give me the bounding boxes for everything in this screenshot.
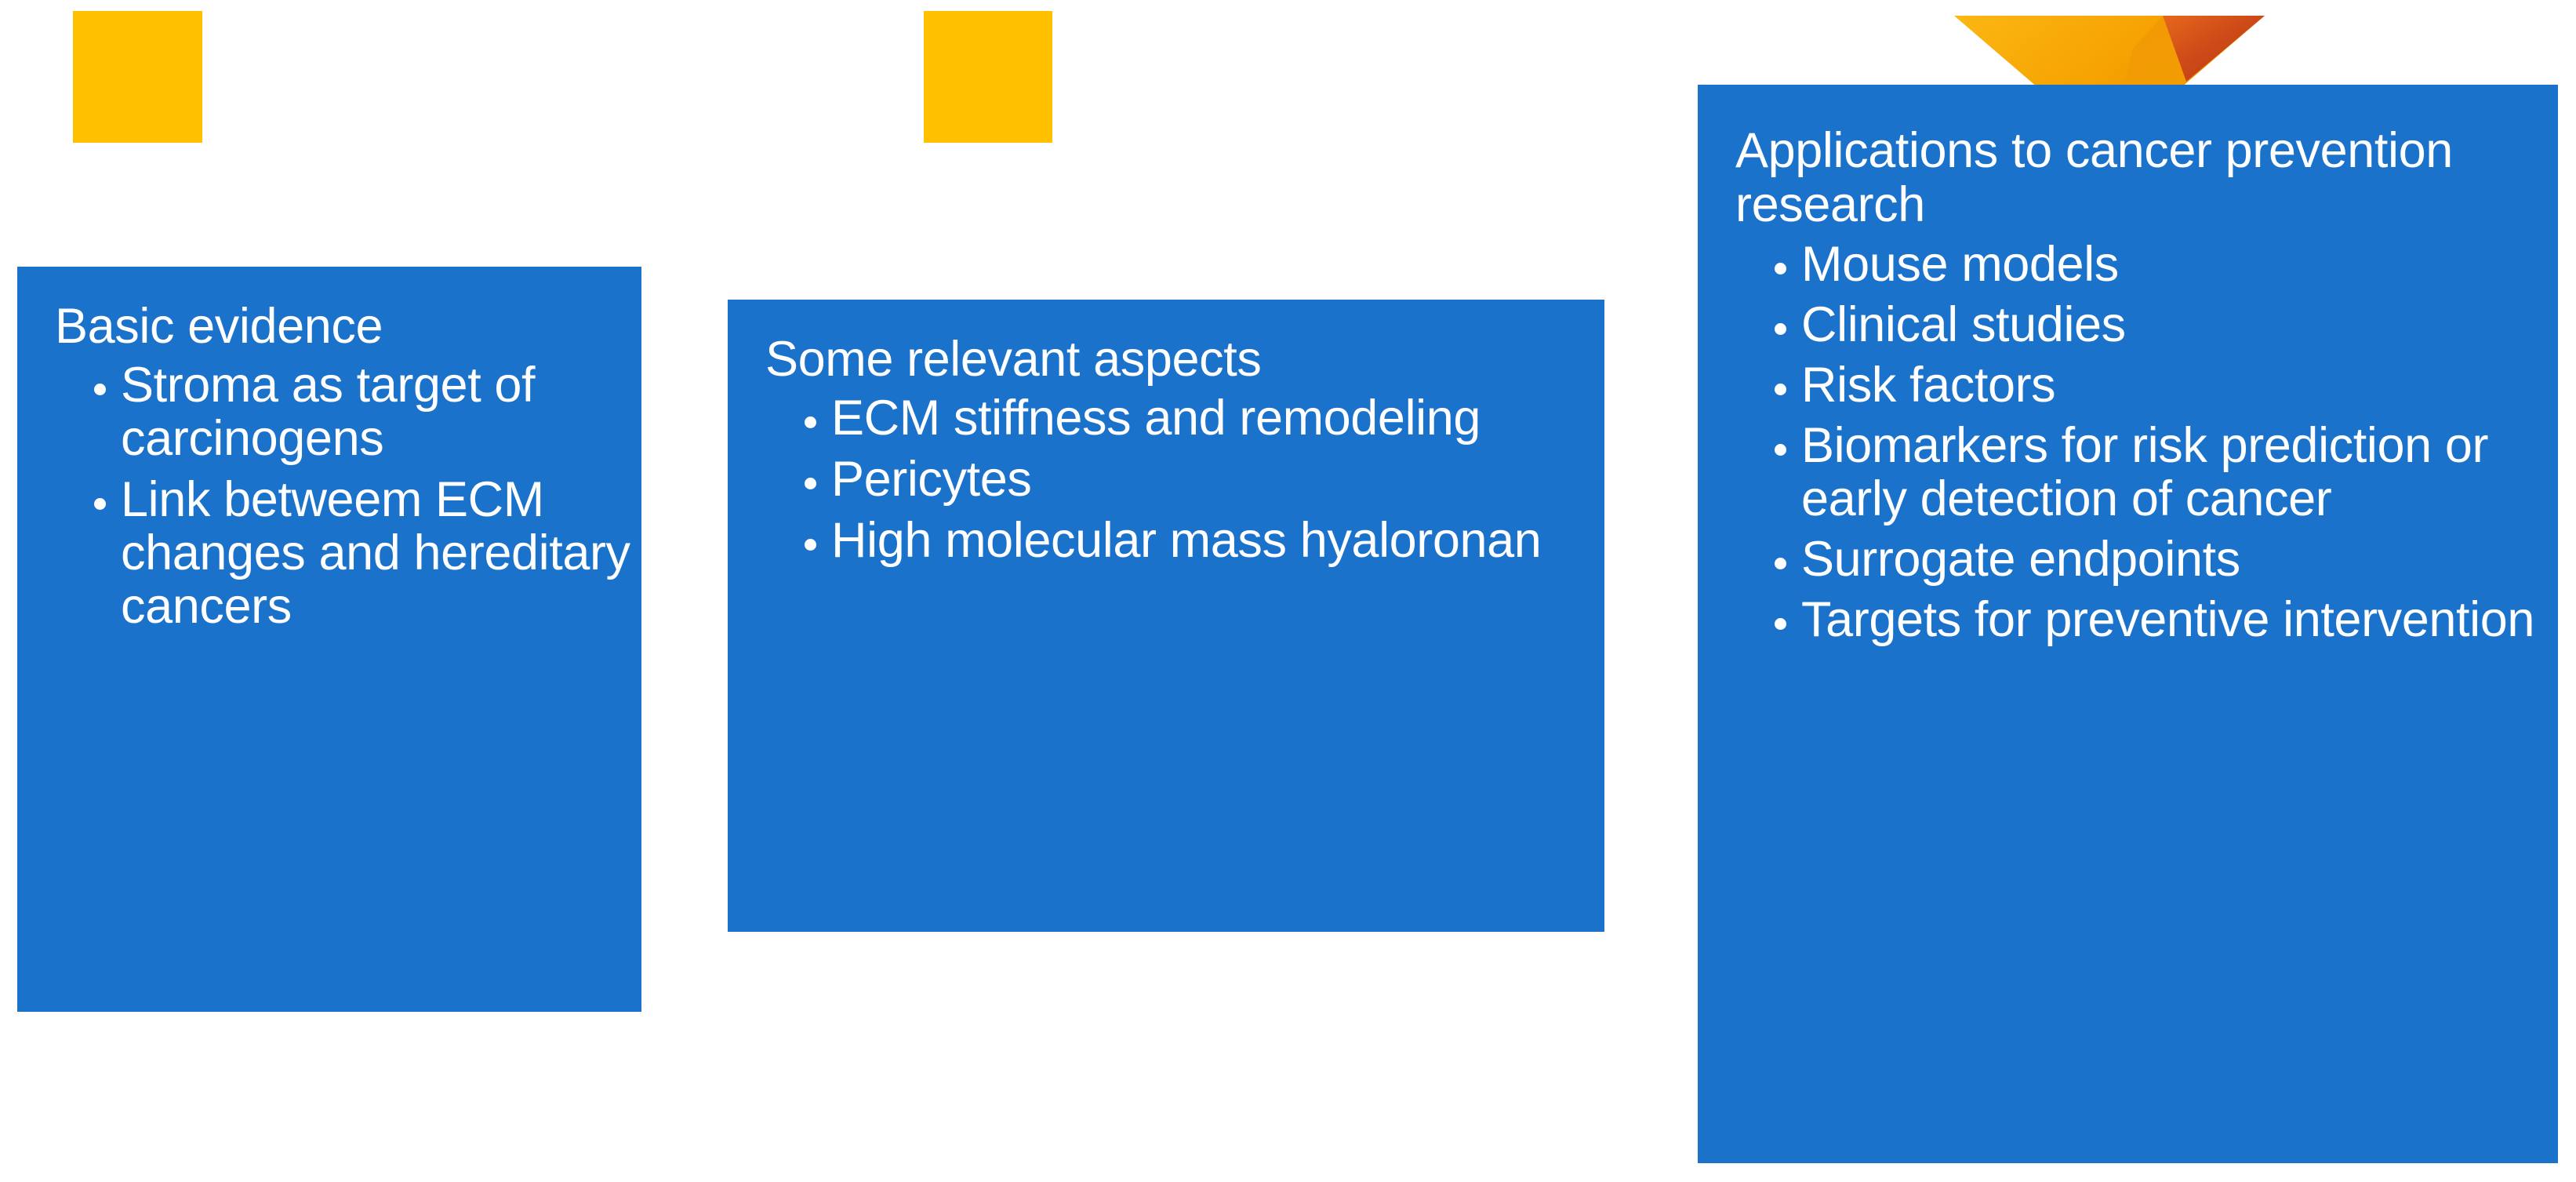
panel-heading: Some relevant aspects <box>765 332 1262 387</box>
list-item: Targets for preventive intervention <box>1773 593 2576 646</box>
bullet-list: Mouse models Clinical studies Risk facto… <box>1735 238 2576 646</box>
marker-square-2 <box>924 11 1052 143</box>
content-panel-applications: Applications to cancer prevention resear… <box>1698 85 2558 1163</box>
list-item: Clinical studies <box>1773 298 2576 351</box>
list-item: Risk factors <box>1773 358 2576 412</box>
list-item: ECM stiffness and remodeling <box>803 391 1642 445</box>
content-panel-relevant-aspects: Some relevant aspects ECM stiffness and … <box>728 300 1604 932</box>
list-item: Mouse models <box>1773 238 2576 291</box>
panel-content: Basic evidence Stroma as target of carci… <box>17 267 695 641</box>
panel-content: Some relevant aspects ECM stiffness and … <box>728 300 1658 575</box>
panel-heading: Basic evidence <box>55 299 383 354</box>
list-item: Link betweem ECM changes and hereditary … <box>93 473 679 633</box>
marker-square-1 <box>73 11 202 143</box>
panel-content: Applications to cancer prevention resear… <box>1698 85 2576 653</box>
bullet-list: Stroma as target of carcinogens Link bet… <box>55 358 679 633</box>
content-panel-basic-evidence: Basic evidence Stroma as target of carci… <box>17 267 641 1012</box>
list-item: Surrogate endpoints <box>1773 533 2576 586</box>
list-item: Biomarkers for risk prediction or early … <box>1773 419 2576 526</box>
bullet-list: ECM stiffness and remodeling Pericytes H… <box>765 391 1642 567</box>
list-item: Stroma as target of carcinogens <box>93 358 679 465</box>
list-item: Pericytes <box>803 453 1642 506</box>
list-item: High molecular mass hyaloronan <box>803 514 1642 567</box>
panel-heading: Applications to cancer prevention resear… <box>1735 123 2453 233</box>
